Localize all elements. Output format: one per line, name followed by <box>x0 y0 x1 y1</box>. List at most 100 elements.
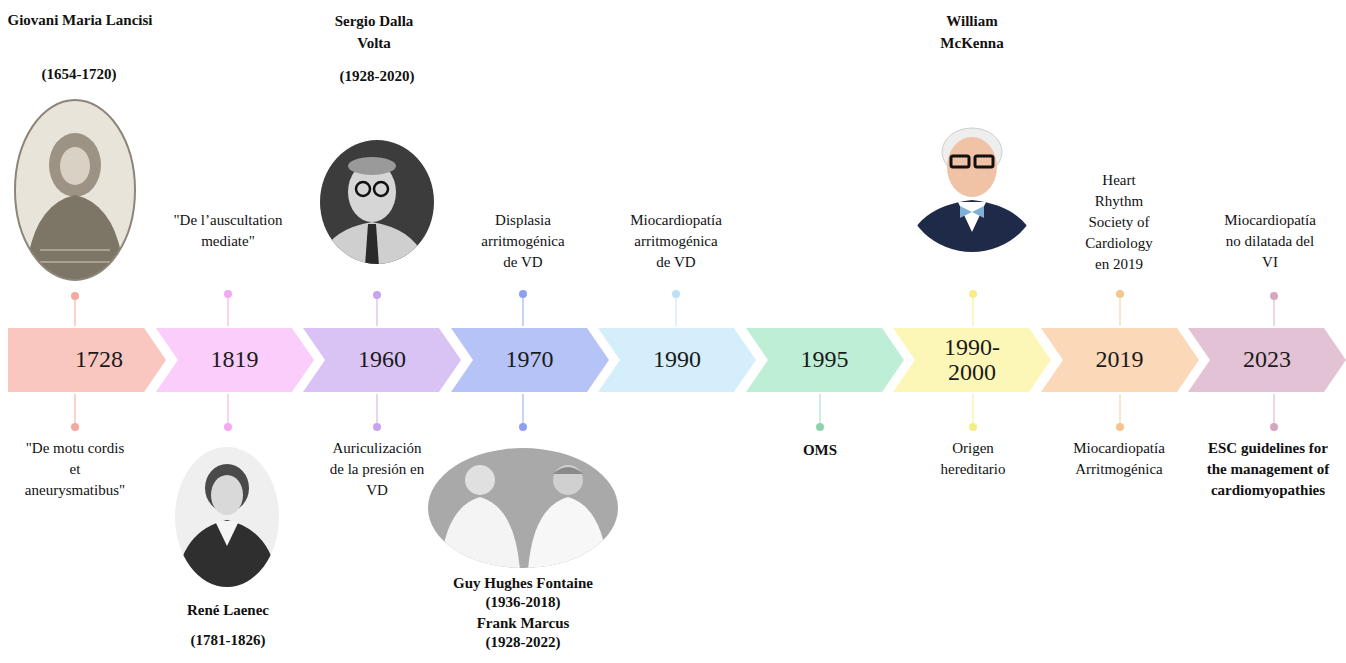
timeline-stem <box>224 290 232 298</box>
year-chevron: 1960 <box>303 328 461 392</box>
year-chevron: 1728 <box>8 328 166 392</box>
year-chevron: 2023 <box>1188 328 1346 392</box>
timeline-stem <box>227 394 229 423</box>
timeline-stem <box>74 394 76 423</box>
portrait <box>211 475 243 515</box>
timeline-stem <box>819 394 821 423</box>
year-text: 2023 <box>1243 347 1291 372</box>
portrait <box>15 100 135 280</box>
chevron-fill <box>1188 328 1346 392</box>
life-dates: (1936-2018) <box>448 593 598 612</box>
timeline-stem <box>519 423 527 431</box>
portrait <box>428 448 618 570</box>
timeline-stem <box>71 290 1278 431</box>
portrait <box>365 224 379 266</box>
year-text: 1960 <box>358 347 406 372</box>
portrait <box>553 465 583 495</box>
chevron-fill <box>451 328 609 392</box>
portrait <box>14 98 136 282</box>
event-label: Origen hereditario <box>928 438 1018 480</box>
portrait <box>960 206 984 218</box>
work-title: "De motu cordis et aneurysmatibus" <box>19 438 131 501</box>
year-chevron: 1970 <box>451 328 609 392</box>
portrait <box>175 447 279 590</box>
timeline-stem <box>1119 394 1121 423</box>
portrait <box>356 182 370 196</box>
portrait <box>975 156 993 167</box>
timeline-stem <box>675 298 677 326</box>
chevron-fill <box>1041 328 1199 392</box>
portrait <box>528 497 608 570</box>
portrait <box>38 250 112 262</box>
timeline-stem <box>227 298 229 326</box>
chevron-fill <box>156 328 314 392</box>
timeline-stem <box>71 292 79 300</box>
year-chevron: 2019 <box>1041 328 1199 392</box>
event-label: Displasia arritmogénica de VD <box>475 210 571 273</box>
timeline-stem <box>373 291 381 299</box>
guideline-title: ESC guidelines for the management of car… <box>1198 438 1338 501</box>
portrait <box>951 156 969 167</box>
person-name: René Laenec <box>153 600 303 620</box>
life-dates: (1654-1720) <box>4 64 154 84</box>
timeline-stem <box>1116 423 1124 431</box>
portrait <box>25 195 125 282</box>
portrait <box>318 140 434 266</box>
portrait <box>440 497 520 570</box>
person-name: Guy Hughes Fontaine <box>403 574 643 593</box>
portrait <box>904 122 1040 255</box>
year-text: 1819 <box>211 347 259 372</box>
chevron-fill <box>8 328 166 392</box>
event-label: Miocardiopatía no dilatada del VI <box>1220 210 1320 273</box>
year-text: 1970 <box>506 347 554 372</box>
event-label: Miocardiopatía arritmogénica de VD <box>627 210 725 273</box>
timeline-stem <box>969 290 977 298</box>
timeline-stem <box>71 423 79 431</box>
timeline-stem <box>969 423 977 431</box>
chevron-fill <box>598 328 756 392</box>
portrait <box>958 202 986 232</box>
year-text: 1728 <box>75 347 123 372</box>
person-name: Frank Marcus <box>448 614 598 633</box>
year-chevron: 1995 <box>746 328 904 392</box>
timeline-stem <box>519 290 527 298</box>
portrait <box>374 182 388 196</box>
portrait <box>175 520 279 590</box>
event-label: Heart Rhythm Society of Cardiology en 20… <box>1079 170 1159 275</box>
life-dates: (1928-2020) <box>302 66 452 86</box>
timeline-stem <box>1116 290 1124 298</box>
portrait <box>905 200 1039 255</box>
timeline-stem <box>224 423 232 431</box>
timeline-stem <box>376 299 378 326</box>
year-text: 2019 <box>1096 347 1144 372</box>
chevron-fill <box>303 328 461 392</box>
year-chevron: 1990-2000 <box>893 328 1051 392</box>
timeline-stem <box>972 298 974 326</box>
event-label: Miocardiopatía Arritmogénica <box>1059 438 1179 480</box>
life-dates: (1928-2022) <box>448 633 598 652</box>
year-chevron: 1990 <box>598 328 756 392</box>
timeline-stem <box>672 290 680 298</box>
timeline-stem <box>522 394 524 423</box>
year-chevron: 1819 <box>156 328 314 392</box>
chevron-fill <box>746 328 904 392</box>
portrait <box>60 147 90 185</box>
timeline-stem <box>1273 300 1275 326</box>
portrait <box>14 98 136 282</box>
portrait <box>215 521 239 546</box>
portrait <box>553 467 583 474</box>
organization: OMS <box>780 440 860 461</box>
portrait <box>428 448 618 570</box>
portrait <box>14 98 136 282</box>
portrait <box>49 133 101 197</box>
portrait <box>904 122 1040 255</box>
portrait <box>175 447 279 590</box>
timeline-stem <box>1273 394 1275 423</box>
person-name: Giovani Maria Lancisi <box>5 10 155 30</box>
timeline-stem <box>373 423 381 431</box>
chevron-fill <box>893 328 1051 392</box>
year-text: 1990 <box>653 347 701 372</box>
year-text: 1995 <box>801 347 849 372</box>
work-title: "De l’auscultation mediate" <box>173 210 283 252</box>
